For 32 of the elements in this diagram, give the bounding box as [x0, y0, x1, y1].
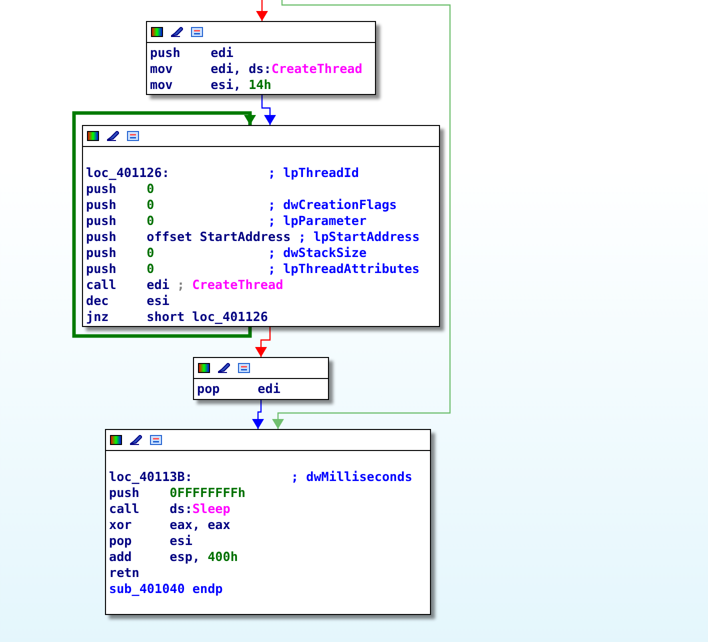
code-line: add esp, 400h [109, 549, 239, 565]
code-block [105, 429, 431, 615]
arrow [255, 327, 271, 357]
code-line: push 0FFFFFFFFh [109, 485, 246, 501]
code-line: call ds:Sleep [109, 501, 232, 517]
code-line: pop edi [197, 381, 282, 397]
code-line: pop esi [109, 533, 194, 549]
code-line: push 0 ; lpParameter [86, 213, 368, 229]
code-line: push 0 [86, 181, 156, 197]
code-block [193, 357, 329, 400]
code-line: mov edi, ds:CreateThread [150, 61, 364, 77]
code-line: jnz short loc_401126 [86, 309, 269, 325]
code-line: push offset StartAddress ; lpStartAddress [86, 229, 421, 245]
code-line: call edi ; CreateThread [86, 277, 284, 293]
code-block [146, 21, 376, 95]
code-line: retn [109, 565, 140, 581]
arrow [256, 0, 268, 21]
code-line: push 0 ; dwStackSize [86, 245, 368, 261]
code-line: mov esi, 14h [150, 77, 272, 93]
code-line: dec esi [86, 293, 170, 309]
code-line: sub_401040 endp [109, 581, 224, 597]
code-line: loc_40113B: ; dwMilliseconds [109, 469, 414, 485]
arrow [252, 400, 264, 429]
code-line: push 0 ; lpThreadAttributes [86, 261, 421, 277]
arrow [72, 111, 256, 338]
code-line: loc_401126: ; lpThreadId [86, 165, 360, 181]
code-block [82, 125, 440, 327]
code-line: xor eax, eax [109, 517, 232, 533]
code-line: push 0 ; dwCreationFlags [86, 197, 398, 213]
code-line: push edi [150, 45, 234, 61]
arrow [261, 95, 276, 125]
arrow [272, 0, 451, 429]
